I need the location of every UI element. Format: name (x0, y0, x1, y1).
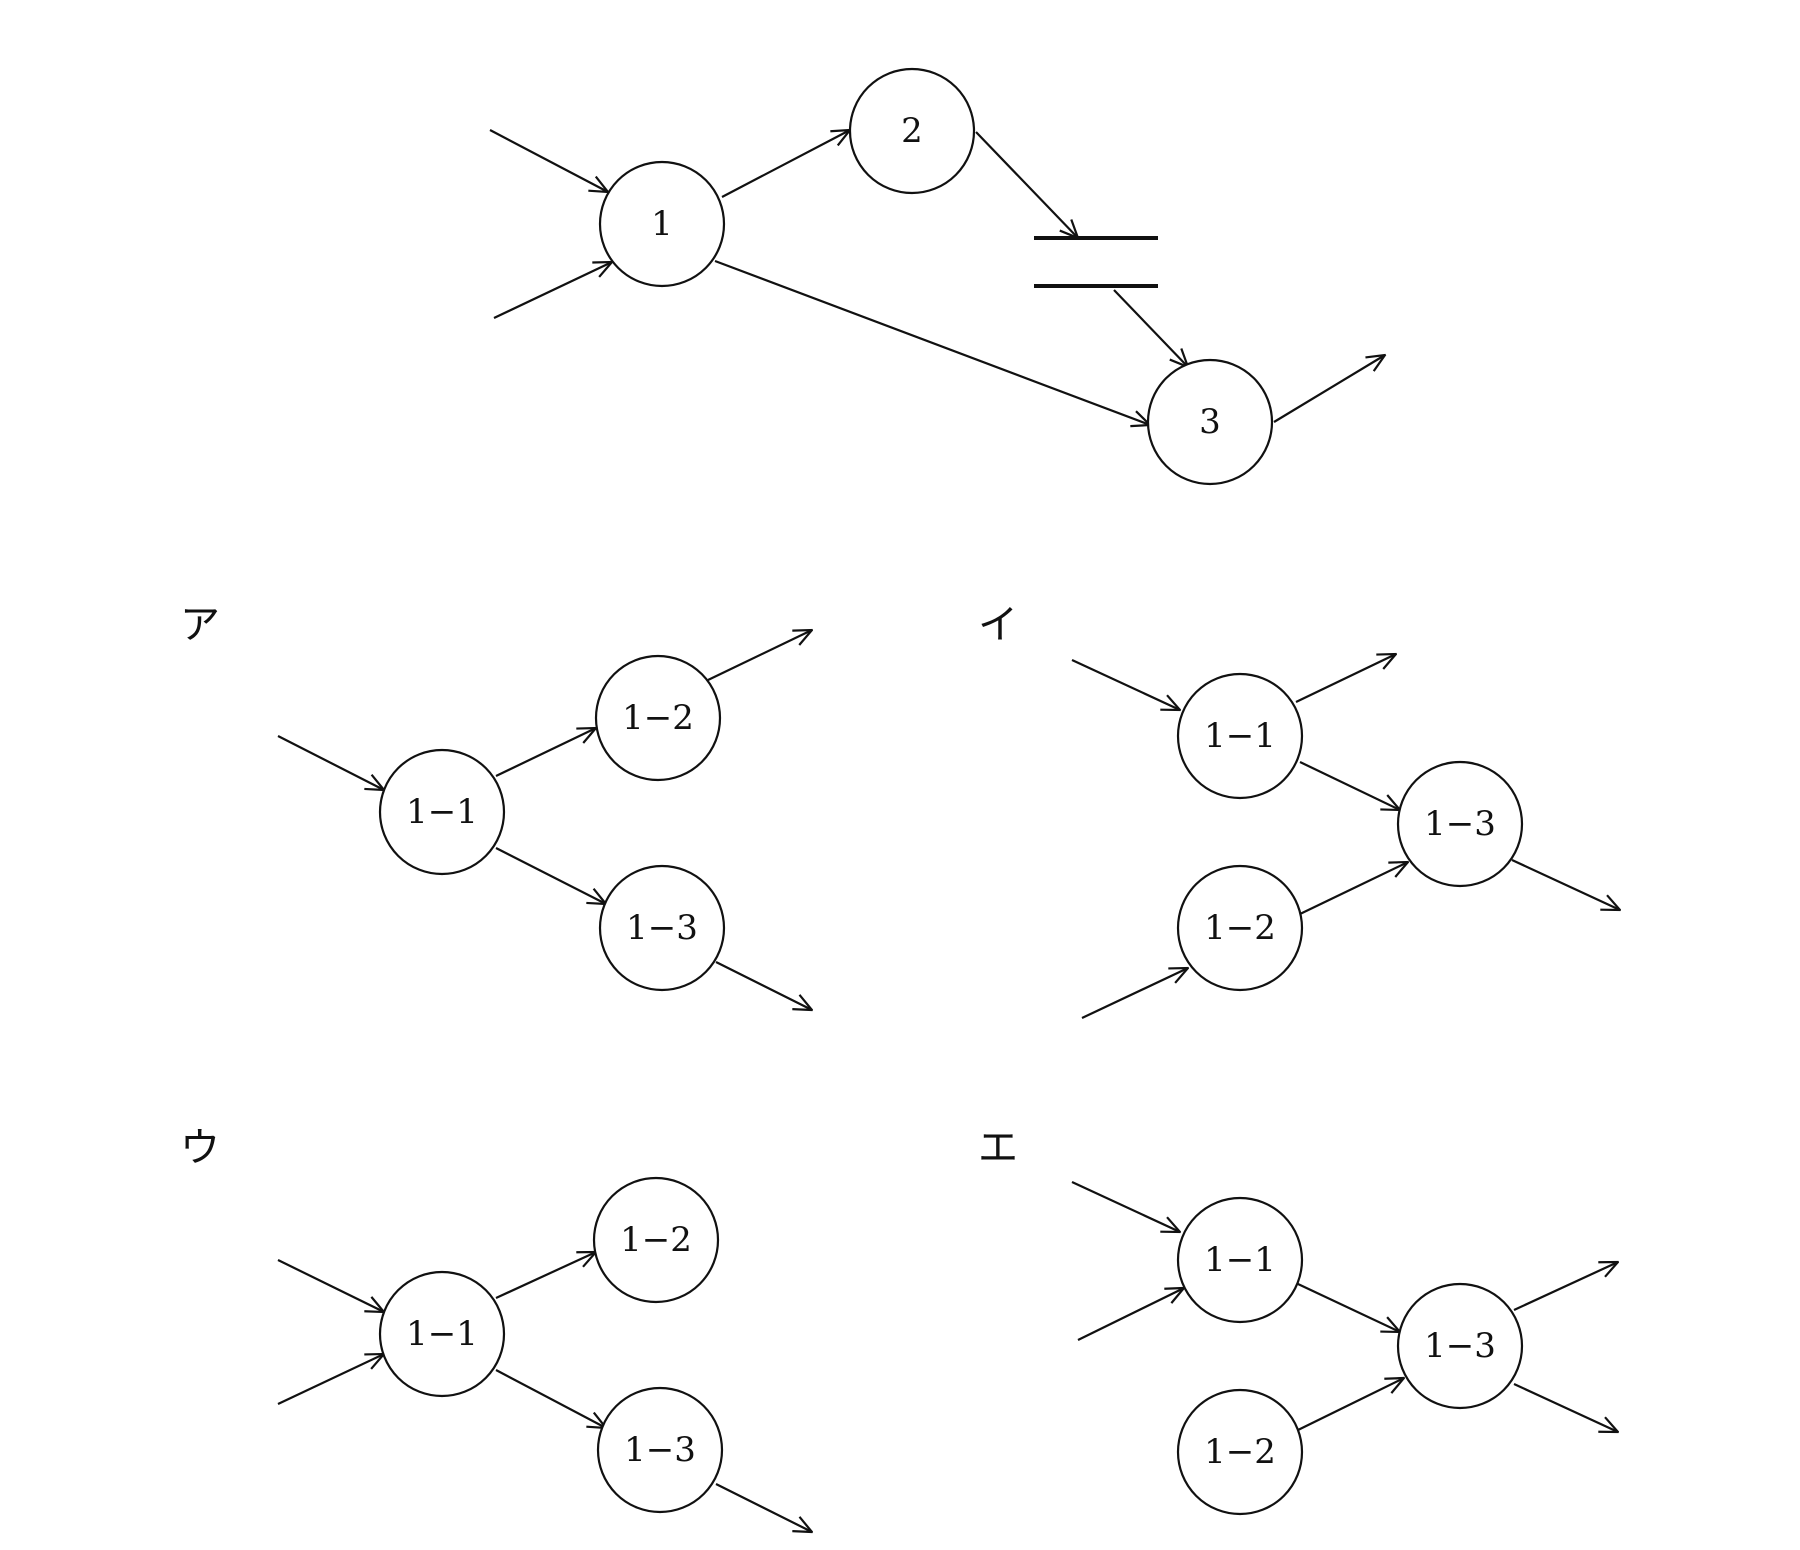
edge-1-3-out (715, 1483, 812, 1532)
process-node-label: 2 (901, 111, 923, 151)
process-node-1: 1 (598, 160, 726, 288)
edge-1-3-out (1511, 859, 1620, 910)
edge-in-to-1-2 (1081, 968, 1188, 1019)
option-e-label: エ (978, 1125, 1018, 1171)
process-node-label: 1−2 (622, 698, 694, 738)
edge-in-upper-to-1 (489, 129, 608, 192)
edge-in-lower-to-1-1 (277, 1354, 384, 1405)
edge-1-1-to-1-3 (495, 847, 606, 904)
main-diagram: 1 2 3 (489, 67, 1385, 486)
process-node-label: 1−2 (1204, 908, 1276, 948)
edge-1-1-to-1-3 (1299, 761, 1400, 810)
option-i-label: イ (978, 602, 1018, 648)
process-node-1-2: 1−2 (1176, 1388, 1304, 1516)
edge-in-lower-to-1 (493, 262, 612, 319)
edge-1-3-out (715, 961, 812, 1010)
process-node-label: 1−3 (626, 908, 698, 948)
option-u-diagram: 1−1 1−2 1−3 (277, 1176, 812, 1532)
edge-in-lower-to-1-1 (1077, 1288, 1184, 1341)
process-node-label: 1−3 (1424, 1326, 1496, 1366)
process-node-label: 1−1 (406, 792, 478, 832)
process-node-label: 1−3 (624, 1430, 696, 1470)
process-node-label: 1−1 (1204, 1240, 1276, 1280)
process-node-label: 1−2 (620, 1220, 692, 1260)
edge-1-1-to-1-3 (495, 1369, 606, 1428)
edge-3-out (1273, 355, 1385, 423)
process-node-1-1: 1−1 (378, 1270, 506, 1398)
process-node-1-2: 1−2 (1176, 864, 1304, 992)
edge-1-1-out (1295, 654, 1396, 703)
process-node-1-3: 1−3 (598, 864, 726, 992)
edge-1-3-out-upper (1513, 1262, 1618, 1311)
edge-in-to-1-1 (1071, 659, 1180, 710)
edge-1-2-to-1-3 (1299, 862, 1408, 915)
option-a-label: ア (180, 602, 220, 648)
option-u-label: ウ (180, 1125, 220, 1171)
edge-1-to-3 (714, 259, 1150, 425)
edge-in-upper-to-1-1 (1071, 1181, 1180, 1232)
option-a-diagram: 1−1 1−2 1−3 (277, 630, 812, 1010)
edge-1-1-to-1-2 (495, 1252, 596, 1299)
process-node-1-3: 1−3 (1396, 760, 1524, 888)
edge-1-to-2 (721, 130, 850, 198)
edge-store-to-3 (1113, 289, 1188, 367)
edge-1-2-out (707, 630, 812, 681)
process-node-1-3: 1−3 (596, 1386, 724, 1514)
process-node-1-1: 1−1 (378, 748, 506, 876)
process-node-label: 3 (1199, 402, 1221, 442)
process-node-1-1: 1−1 (1176, 1196, 1304, 1324)
edge-in-to-1-1 (277, 735, 384, 790)
process-node-1-1: 1−1 (1176, 672, 1304, 800)
process-node-label: 1−2 (1204, 1432, 1276, 1472)
process-node-label: 1−1 (1204, 716, 1276, 756)
edge-2-to-store (975, 131, 1078, 238)
edge-1-1-to-1-3 (1297, 1283, 1400, 1332)
edge-1-2-to-1-3 (1297, 1378, 1404, 1431)
option-i-diagram: 1−1 1−2 1−3 (1071, 654, 1620, 1019)
process-node-label: 1 (651, 204, 673, 244)
edge-1-1-to-1-2 (495, 728, 596, 777)
process-node-2: 2 (848, 67, 976, 195)
edge-in-upper-to-1-1 (277, 1259, 384, 1312)
process-node-1-2: 1−2 (592, 1176, 720, 1304)
edge-1-3-out-lower (1513, 1383, 1618, 1432)
process-node-label: 1−3 (1424, 804, 1496, 844)
process-node-1-2: 1−2 (594, 654, 722, 782)
option-e-diagram: 1−1 1−2 1−3 (1071, 1181, 1618, 1516)
process-node-1-3: 1−3 (1396, 1282, 1524, 1410)
process-node-3: 3 (1146, 358, 1274, 486)
process-node-label: 1−1 (406, 1314, 478, 1354)
